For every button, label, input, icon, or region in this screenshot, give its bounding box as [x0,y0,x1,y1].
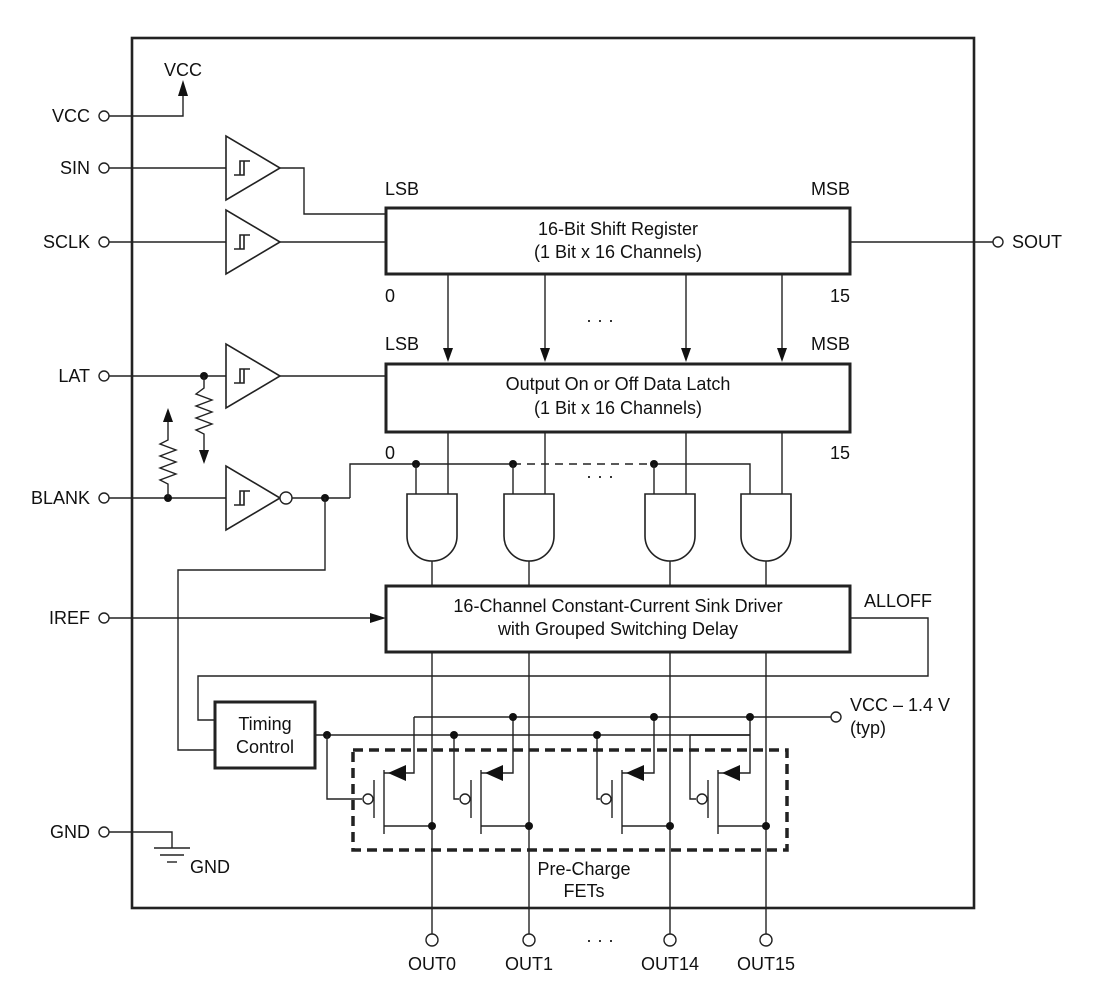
sink-driver-subtitle: with Grouped Switching Delay [497,619,738,639]
gnd-pin: GND GND [50,822,230,877]
data-latch-msb: MSB [811,334,850,354]
precharge-fet-1 [450,713,533,834]
precharge-fet-15 [689,713,770,834]
and-gates [406,493,792,586]
shift-register-title: 16-Bit Shift Register [538,219,698,239]
output-pin-out0: OUT0 [408,954,456,974]
data-latch-bit-first: 0 [385,443,395,463]
data-latch-subtitle: (1 Bit x 16 Channels) [534,398,702,418]
chip-boundary [130,36,976,910]
iref-pin-label: IREF [49,608,90,628]
sin-pin-label: SIN [60,158,90,178]
sclk-pin: SCLK [43,208,386,276]
precharge-supply-label: VCC – 1.4 V [850,695,950,715]
and-gate-0 [406,493,458,562]
shift-register-subtitle: (1 Bit x 16 Channels) [534,242,702,262]
precharge-supply: VCC – 1.4 V (typ) [414,695,950,738]
precharge-fets-line2: FETs [563,881,604,901]
output-pin-out15: OUT15 [737,954,795,974]
blank-pin-label: BLANK [31,488,90,508]
shift-register-bit-first: 0 [385,286,395,306]
sout-pin: SOUT [850,232,1062,252]
output-pin-out14: OUT14 [641,954,699,974]
latch-to-gate-connections [447,432,783,494]
lat-schmitt-buffer [225,342,282,410]
blank-inverter-bubble [279,491,293,505]
data-latch-bit-last: 15 [830,443,850,463]
blank-schmitt-inverter [225,464,282,532]
vcc-pin-label: VCC [52,106,90,126]
data-latch-lsb: LSB [385,334,419,354]
blank-bus: · · · [412,460,751,494]
lat-pulldown-resistor [194,376,214,452]
vcc-pin: VCC VCC [52,60,202,126]
and-gate-15 [740,493,792,562]
lat-pin: LAT [58,342,386,464]
ellipsis-between-gates: · · · [586,466,614,486]
shift-register-bit-last: 15 [830,286,850,306]
output-pin-out1: OUT1 [505,954,553,974]
vcc-supply-label: VCC [164,60,202,80]
precharge-fet-14 [593,713,674,834]
gnd-symbol-label: GND [190,857,230,877]
sclk-schmitt-buffer [225,208,282,276]
sin-schmitt-buffer [225,134,282,202]
sin-pin: SIN [60,134,386,215]
alloff-signal: ALLOFF [197,591,932,721]
sout-pin-label: SOUT [1012,232,1062,252]
precharge-fets-label: Pre-Charge FETs [537,859,630,901]
output-pins: OUT0 OUT1 OUT14 OUT15 · · · [408,930,795,974]
sclk-pin-label: SCLK [43,232,90,252]
precharge-fet-0 [326,717,436,834]
sink-driver-block: 16-Channel Constant-Current Sink Driver … [384,584,852,654]
shift-register-lsb: LSB [385,179,419,199]
precharge-fets-box [351,748,789,852]
timing-control-line2: Control [236,737,294,757]
shift-register-block: 16-Bit Shift Register (1 Bit x 16 Channe… [384,179,852,306]
precharge-fets-line1: Pre-Charge [537,859,630,879]
data-latch-block: Output On or Off Data Latch (1 Bit x 16 … [384,334,852,463]
iref-pin: IREF [49,608,386,628]
blank-pin: BLANK [31,408,416,751]
and-gate-14 [644,493,696,562]
shift-to-latch-connections: · · · [443,274,787,362]
ellipsis-between-registers: · · · [586,310,614,330]
precharge-supply-typ: (typ) [850,718,886,738]
blank-pullup-resistor [158,422,178,498]
alloff-label: ALLOFF [864,591,932,611]
and-gate-1 [503,493,555,562]
ellipsis-between-outputs: · · · [586,930,614,950]
output-channel-lines [431,652,767,934]
lat-pin-label: LAT [58,366,90,386]
shift-register-msb: MSB [811,179,850,199]
gnd-pin-label: GND [50,822,90,842]
timing-control-line1: Timing [238,714,291,734]
data-latch-title: Output On or Off Data Latch [506,374,731,394]
timing-control-block: Timing Control [213,700,750,770]
sink-driver-title: 16-Channel Constant-Current Sink Driver [453,596,782,616]
